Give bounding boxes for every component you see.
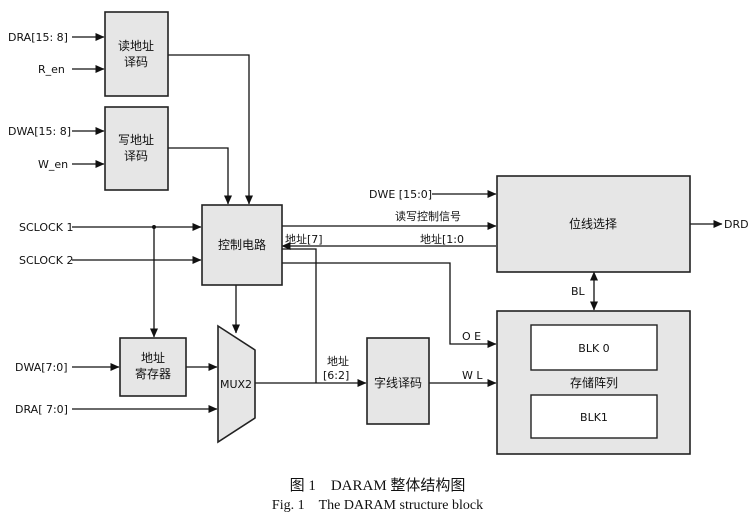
wire-read-decoder-to-control <box>168 54 253 205</box>
label-bl: BL <box>571 285 586 298</box>
write-decoder-label-line1: 写地址 <box>118 133 154 147</box>
addr-reg-label-line2: 寄存器 <box>135 366 171 381</box>
wire-oe <box>282 262 497 348</box>
label-dwa-hi: DWA[15: 8] <box>8 125 71 138</box>
write-address-decoder: 写地址 译码 <box>104 106 169 191</box>
write-decoder-label-line2: 译码 <box>124 149 148 163</box>
control-circuit-label: 控制电路 <box>218 237 266 252</box>
addr-reg-label-line1: 地址 <box>141 351 165 365</box>
label-addr62-line2: [6:2] <box>323 369 349 382</box>
wire-write-decoder-to-control <box>168 147 232 205</box>
caption-en-number: Fig. 1 <box>271 498 305 513</box>
word-line-decoder: 字线译码 <box>366 337 430 425</box>
bit-select-label: 位线选择 <box>569 216 617 231</box>
label-dwa-lo: DWA[7:0] <box>15 361 68 374</box>
address-register: 地址 寄存器 <box>119 337 187 397</box>
label-addr10: 地址[1:0 <box>420 232 464 246</box>
read-address-decoder: 读地址 译码 <box>104 11 169 97</box>
label-dra-lo: DRA[ 7:0] <box>15 403 68 416</box>
label-sclock2: SCLOCK 2 <box>19 254 73 267</box>
label-sclock1: SCLOCK 1 <box>19 221 73 234</box>
bit-line-select: 位线选择 <box>496 175 691 273</box>
junction-dot <box>152 225 156 229</box>
mux2-label: MUX2 <box>220 378 252 391</box>
figure-caption-cn: 图 1 DARAM 整体结构图 <box>0 474 755 495</box>
blk1-box <box>530 394 658 439</box>
word-decoder-label: 字线译码 <box>374 375 422 390</box>
label-dra-hi: DRA[15: 8] <box>8 31 68 44</box>
label-addr7: 地址[7] <box>285 232 323 246</box>
label-w-en: W_en <box>38 158 68 171</box>
caption-cn-title: DARAM 整体结构图 <box>330 478 466 494</box>
wires <box>72 33 723 413</box>
figure-caption-en: Fig. 1 The DARAM structure block <box>0 498 755 514</box>
label-drd: DRD <box>724 218 749 231</box>
storage-array-label: 存储阵列 <box>570 375 618 390</box>
blk0-label: BLK 0 <box>578 342 609 355</box>
label-dwe: DWE [15:0] <box>369 188 432 201</box>
signal-labels: DRA[15: 8] R_en DWA[15: 8] W_en SCLOCK 1… <box>8 31 749 416</box>
label-rw-ctrl: 读写控制信号 <box>395 209 461 223</box>
label-oe: O E <box>462 330 481 343</box>
read-decoder-label-line1: 读地址 <box>118 39 154 53</box>
storage-array: BLK 0 存储阵列 BLK1 <box>496 310 691 455</box>
control-circuit: 控制电路 <box>201 204 283 286</box>
read-decoder-label-line2: 译码 <box>124 55 148 69</box>
label-wl: W L <box>462 369 483 382</box>
blk0-box <box>530 324 658 371</box>
label-addr62-line1: 地址 <box>327 354 349 368</box>
caption-cn-number: 图 1 <box>289 478 316 494</box>
wire-addr7 <box>282 248 317 383</box>
mux2: MUX2 <box>217 324 256 444</box>
label-r-en: R_en <box>38 63 65 76</box>
blk1-label: BLK1 <box>580 411 608 424</box>
caption-en-title: The DARAM structure block <box>318 498 484 513</box>
